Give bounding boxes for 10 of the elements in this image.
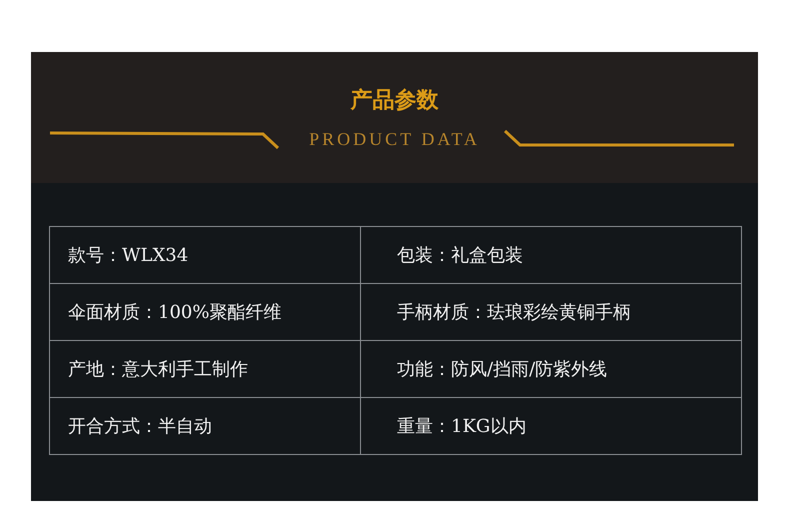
table-cell: 款号：WLX34: [50, 227, 361, 284]
table-cell: 伞面材质：100%聚酯纤维: [50, 284, 361, 341]
table-cell: 重量：1KG以内: [361, 398, 742, 455]
table-cell: 包装：礼盒包装: [361, 227, 742, 284]
table-cell: 开合方式：半自动: [50, 398, 361, 455]
subtitle: PRODUCT DATA: [309, 129, 480, 149]
table-cell: 产地：意大利手工制作: [50, 341, 361, 398]
table-cell: 功能：防风/挡雨/防紫外线: [361, 341, 742, 398]
table-cell: 手柄材质：珐琅彩绘黄铜手柄: [361, 284, 742, 341]
title: 产品参数: [350, 88, 438, 113]
